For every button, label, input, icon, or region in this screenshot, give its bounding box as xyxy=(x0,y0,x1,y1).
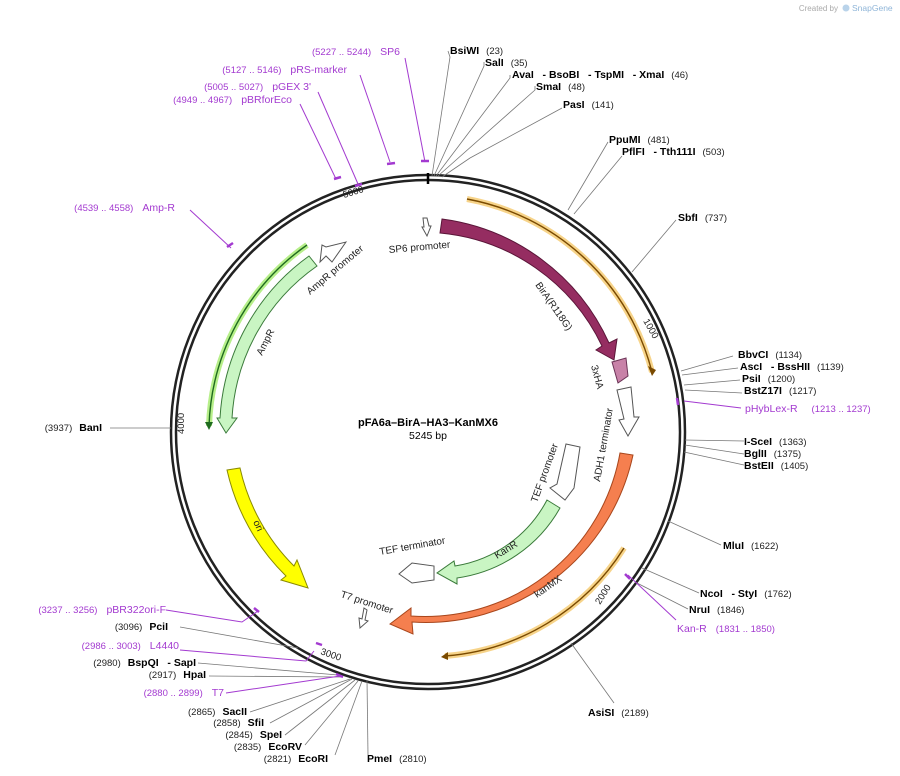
enzyme-BbvCI[interactable]: BbvCI(1134) xyxy=(738,349,802,361)
plasmid-name: pFA6a–BirA–HA3–KanMX6 xyxy=(358,417,498,429)
orf-kan-arc xyxy=(444,547,625,657)
enzyme-AvaI-group[interactable]: AvaI - BsoBI - TspMI - XmaI(46) xyxy=(512,69,688,81)
orf-amp-head xyxy=(205,422,213,430)
enzyme-SpeI[interactable]: (2845)SpeI xyxy=(225,729,282,741)
primer-pGEX3[interactable]: (5005 .. 5027)pGEX 3' xyxy=(204,81,311,93)
credit-label: Created by xyxy=(799,4,838,13)
enzyme-PflFI-group[interactable]: PflFI - Tth111I(503) xyxy=(622,146,725,158)
primer-T7[interactable]: (2880 .. 2899)T7 xyxy=(144,687,225,699)
primer-pBR322ori-F[interactable]: (3237 .. 3256)pBR322ori-F xyxy=(38,604,166,616)
primer-SP6[interactable]: (5227 .. 5244)SP6 xyxy=(312,46,400,58)
enzyme-AsiSI[interactable]: AsiSI(2189) xyxy=(588,707,649,719)
orf-birA-arc xyxy=(466,198,653,373)
enzyme-BstZ17I[interactable]: BstZ17I(1217) xyxy=(744,385,816,397)
enzyme-leaders xyxy=(110,50,745,756)
enzyme-NcoI-group[interactable]: NcoI - StyI(1762) xyxy=(700,588,792,600)
feature-adh1-terminator[interactable] xyxy=(616,386,640,438)
label-sp6-promoter: SP6 promoter xyxy=(388,240,451,256)
enzyme-BspQI-group[interactable]: (2980)BspQI - SapI xyxy=(93,657,196,669)
primer-marks xyxy=(226,159,680,679)
feature-AmpR[interactable] xyxy=(216,255,318,434)
feature-birA[interactable] xyxy=(439,218,618,361)
primer-pRS-marker[interactable]: (5127 .. 5146)pRS-marker xyxy=(222,64,347,76)
orf-kan-head xyxy=(441,652,448,660)
enzyme-SfiI[interactable]: (2858)SfiI xyxy=(213,717,264,729)
primer-pBRforEco[interactable]: (4949 .. 4967)pBRforEco xyxy=(173,94,292,106)
enzyme-PpuMI[interactable]: PpuMI(481) xyxy=(609,134,670,146)
enzyme-PasI[interactable]: PasI(141) xyxy=(563,99,614,111)
tick-4000: 4000 xyxy=(176,413,187,434)
snapgene-credit: Created by SnapGene xyxy=(799,3,893,13)
enzyme-PciI[interactable]: (3096)PciI xyxy=(115,621,168,633)
primer-Kan-R[interactable]: Kan-R(1831 .. 1850) xyxy=(677,623,775,635)
label-3xHA: 3xHA xyxy=(588,364,605,391)
snapgene-logo-icon xyxy=(842,4,850,12)
feature-ori[interactable] xyxy=(226,467,309,589)
enzyme-BsiWI[interactable]: BsiWI(23) xyxy=(450,45,503,57)
label-t7-promoter: T7 promoter xyxy=(339,589,395,616)
enzyme-NruI[interactable]: NruI(1846) xyxy=(689,604,744,616)
orf-amp-arc xyxy=(208,244,308,427)
feature-ampR-promoter[interactable] xyxy=(319,241,348,264)
enzyme-SbfI[interactable]: SbfI(737) xyxy=(678,212,727,224)
enzyme-PsiI[interactable]: PsiI(1200) xyxy=(742,373,795,385)
feature-sp6-promoter[interactable] xyxy=(421,217,432,238)
enzyme-MluI[interactable]: MluI(1622) xyxy=(723,540,778,552)
brand-label: SnapGene xyxy=(852,3,893,13)
primer-pHybLex-R[interactable]: pHybLex-R(1213 .. 1237) xyxy=(745,403,871,415)
orf-birA-head xyxy=(648,366,656,376)
enzyme-PmeI[interactable]: PmeI(2810) xyxy=(367,753,427,765)
enzyme-SmaI[interactable]: SmaI(48) xyxy=(536,81,585,93)
feature-kanMX[interactable] xyxy=(389,452,634,635)
label-tef-promoter: TEF promoter xyxy=(529,442,561,504)
feature-tef-promoter[interactable] xyxy=(549,443,581,501)
primer-L4440[interactable]: (2986 .. 3003)L4440 xyxy=(82,640,180,652)
primer-Amp-R[interactable]: (4539 .. 4558)Amp-R xyxy=(74,202,175,214)
enzyme-SalI[interactable]: SalI(35) xyxy=(485,57,528,69)
enzyme-EcoRI[interactable]: (2821)EcoRI xyxy=(264,753,328,765)
enzyme-EcoRV[interactable]: (2835)EcoRV xyxy=(234,741,302,753)
primer-leaders xyxy=(165,57,742,694)
enzyme-AscI-group[interactable]: AscI - BssHII(1139) xyxy=(740,361,844,373)
label-adh1-terminator: ADH1 terminator xyxy=(592,407,616,483)
label-ori: ori xyxy=(250,519,265,534)
feature-3xHA[interactable] xyxy=(611,357,629,384)
enzyme-BglII[interactable]: BglII(1375) xyxy=(744,448,801,460)
enzyme-SacII[interactable]: (2865)SacII xyxy=(188,706,247,718)
enzyme-HpaI[interactable]: (2917)HpaI xyxy=(149,669,206,681)
enzyme-BanI[interactable]: (3937)BanI xyxy=(45,422,102,434)
label-tef-terminator: TEF terminator xyxy=(379,535,447,558)
feature-KanR[interactable] xyxy=(436,499,561,585)
label-AmpR: AmpR xyxy=(255,328,277,358)
tick-5000: 5000 xyxy=(342,184,365,201)
feature-tef-terminator[interactable] xyxy=(398,562,435,584)
plasmid-length: 5245 bp xyxy=(409,430,447,442)
enzyme-BstEII[interactable]: BstEII(1405) xyxy=(744,460,808,472)
feature-t7-promoter[interactable] xyxy=(358,607,369,630)
enzyme-I-SceI[interactable]: I-SceI(1363) xyxy=(744,436,806,448)
